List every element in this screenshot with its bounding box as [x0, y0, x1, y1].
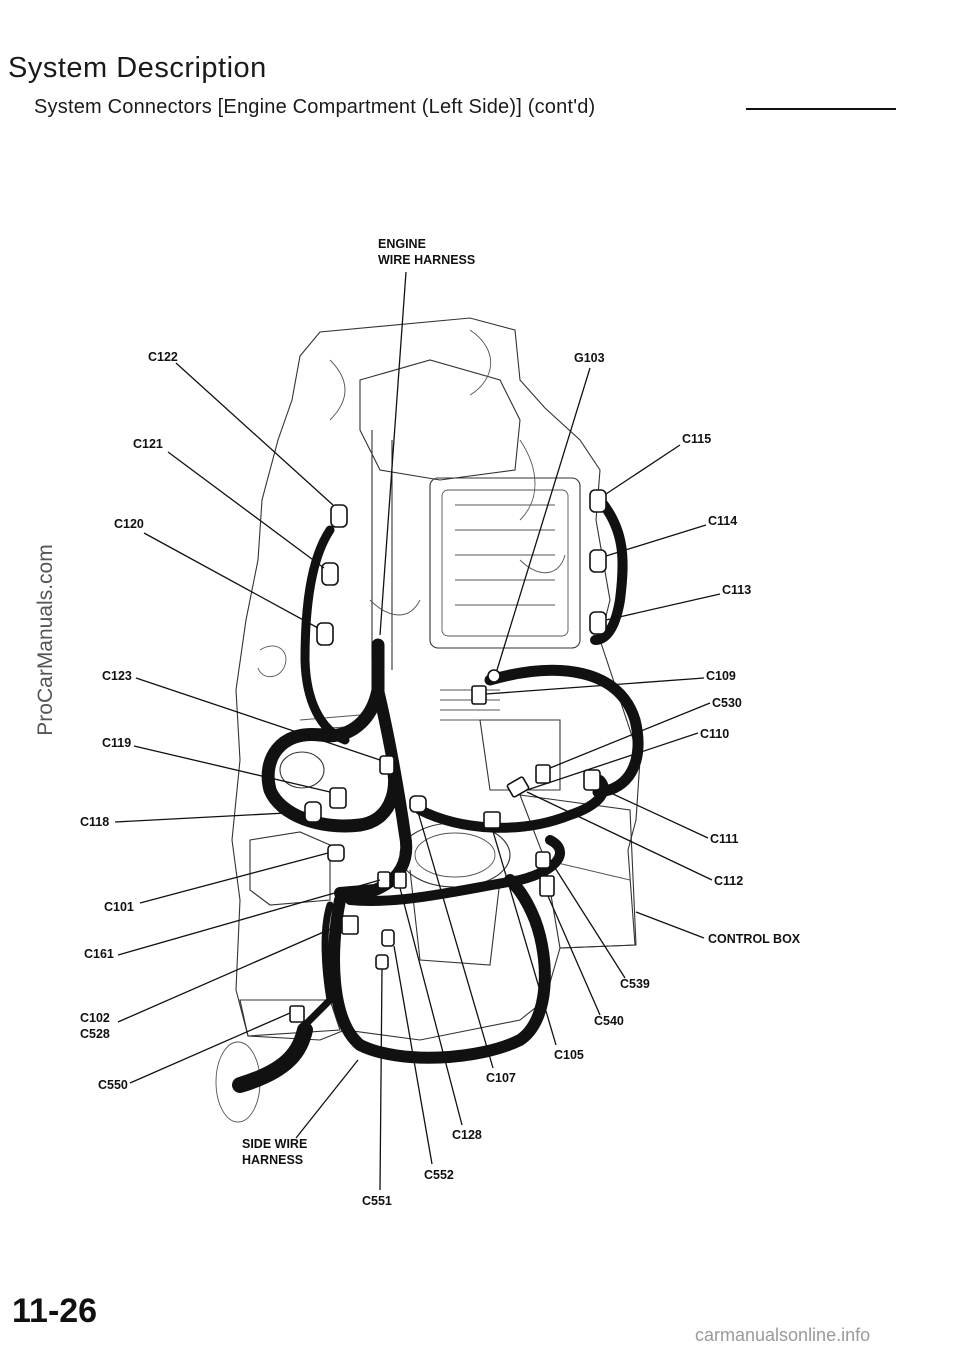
- label-g103: G103: [574, 351, 605, 365]
- leader-c551: [379, 968, 383, 1191]
- label-engine-wire-harness-2: WIRE HARNESS: [378, 253, 475, 267]
- engine-compartment-drawing: [215, 317, 641, 1123]
- leader-c109: [485, 677, 705, 695]
- leader-c552: [393, 945, 433, 1165]
- leader-c121: [167, 451, 325, 569]
- label-c551: C551: [362, 1194, 392, 1208]
- leader-c111: [599, 787, 709, 839]
- leader-c530: [549, 702, 711, 769]
- label-c552: C552: [424, 1168, 454, 1182]
- leader-c161: [117, 879, 381, 956]
- leader-c114: [605, 524, 707, 557]
- label-c119: C119: [102, 736, 131, 750]
- leader-c539: [549, 859, 626, 979]
- label-c109: C109: [706, 669, 736, 683]
- leader-c550: [129, 1012, 291, 1084]
- label-c122: C122: [148, 350, 178, 364]
- leader-c110: [526, 732, 699, 791]
- label-c550: C550: [98, 1078, 128, 1092]
- label-c161: C161: [84, 947, 114, 961]
- label-c107: C107: [486, 1071, 516, 1085]
- page-number: 11-26: [12, 1292, 98, 1330]
- leader-c105: [491, 827, 557, 1046]
- leader-control-box: [635, 911, 705, 939]
- label-c102: C102: [80, 1011, 110, 1025]
- label-c530: C530: [712, 696, 742, 710]
- leader-c128: [399, 887, 463, 1126]
- leader-g103: [496, 367, 591, 671]
- leader-c122: [175, 362, 334, 506]
- label-c110: C110: [700, 727, 729, 741]
- bottom-watermark: carmanualsonline.info: [695, 1325, 871, 1345]
- side-watermark: ProCarManuals.com: [34, 544, 57, 736]
- label-c115: C115: [682, 432, 711, 446]
- leader-c113: [605, 593, 721, 621]
- leader-c123: [135, 677, 381, 761]
- leader-side-wire-harness: [295, 1059, 359, 1139]
- leader-c119: [133, 745, 331, 793]
- label-c120: C120: [114, 517, 144, 531]
- label-c123: C123: [102, 669, 132, 683]
- leader-lines: [114, 271, 721, 1191]
- label-c121: C121: [133, 437, 163, 451]
- subtitle-rule: [746, 108, 896, 110]
- page-title: System Description: [8, 52, 267, 84]
- leader-c118: [114, 811, 306, 823]
- label-c111: C111: [710, 832, 739, 846]
- label-c101: C101: [104, 900, 134, 914]
- callout-labels: ENGINE WIRE HARNESS G103 C122 C121 C120 …: [80, 237, 801, 1208]
- leader-c101: [139, 852, 329, 904]
- leader-c112: [526, 791, 713, 881]
- label-c114: C114: [708, 514, 737, 528]
- label-side-wire-harness-2: HARNESS: [242, 1153, 303, 1167]
- label-c113: C113: [722, 583, 751, 597]
- label-c105: C105: [554, 1048, 584, 1062]
- connector-shapes: [289, 489, 607, 1023]
- leader-c107: [417, 811, 494, 1069]
- label-side-wire-harness-1: SIDE WIRE: [242, 1137, 307, 1151]
- label-c128: C128: [452, 1128, 482, 1142]
- label-c528: C528: [80, 1027, 110, 1041]
- label-engine-wire-harness-1: ENGINE: [378, 237, 426, 251]
- label-c118: C118: [80, 815, 109, 829]
- leader-engine-wire-harness: [379, 271, 407, 636]
- leader-c120: [143, 532, 319, 629]
- leader-c102: [117, 923, 343, 1023]
- page-subtitle: System Connectors [Engine Compartment (L…: [34, 96, 596, 118]
- label-c540: C540: [594, 1014, 624, 1028]
- leader-c115: [605, 444, 681, 495]
- label-c539: C539: [620, 977, 650, 991]
- label-control-box: CONTROL BOX: [708, 932, 801, 946]
- leader-c540: [547, 895, 601, 1016]
- label-c112: C112: [714, 874, 743, 888]
- harness-bundles: [232, 495, 644, 1093]
